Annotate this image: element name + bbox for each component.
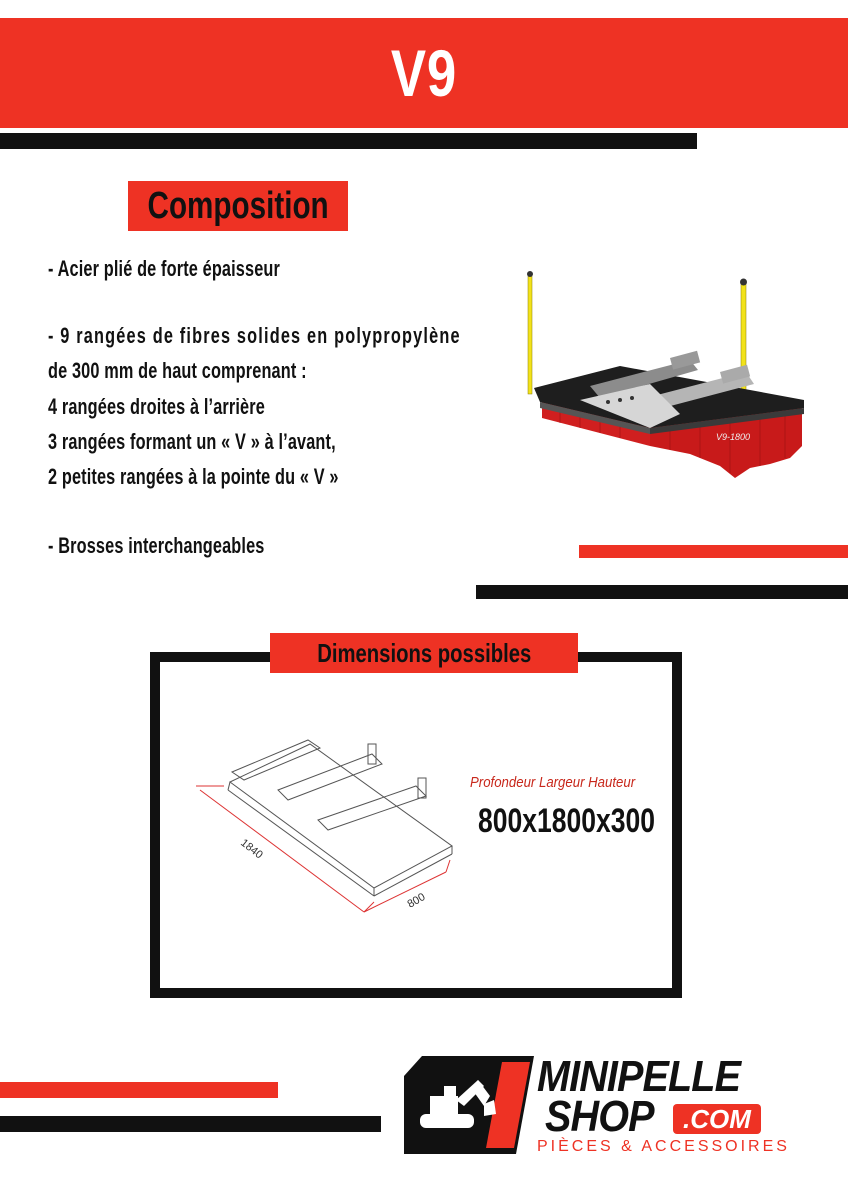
v-plate bbox=[580, 384, 680, 428]
pole-right-cap bbox=[740, 278, 747, 286]
product-model-tag: V9-1800 bbox=[716, 432, 750, 442]
dimensions-column-headers: Profondeur Largeur Hauteur bbox=[470, 774, 636, 791]
drawing-width-label: 800 bbox=[406, 891, 428, 911]
logo-excavator-silhouette bbox=[420, 1080, 496, 1128]
dimension-drawing: 1840 800 bbox=[196, 739, 453, 913]
drawing-dimension-lines bbox=[196, 785, 451, 913]
composition-line-1: - Acier plié de forte épaisseur bbox=[48, 256, 280, 281]
deck-edge-left bbox=[540, 402, 650, 434]
accent-bar-bottom-red bbox=[0, 1082, 278, 1098]
composition-heading: Composition bbox=[128, 181, 348, 231]
mount-bracket-1 bbox=[670, 350, 701, 370]
header-divider-bar bbox=[0, 133, 697, 149]
composition-line-6: 2 petites rangées à la pointe du « V » bbox=[48, 464, 339, 489]
mount-bracket-2 bbox=[720, 364, 751, 384]
page-title: V9 bbox=[390, 36, 458, 110]
product-photo-sweeper: V9-1800 bbox=[527, 271, 804, 478]
accent-bar-right-black bbox=[476, 585, 848, 599]
composition-line-7: - Brosses interchangeables bbox=[48, 533, 265, 558]
pole-left-cap bbox=[527, 271, 533, 277]
logo-text-shop: SHOP bbox=[545, 1092, 655, 1141]
composition-line-3: de 300 mm de haut comprenant : bbox=[48, 358, 307, 383]
composition-heading-text: Composition bbox=[147, 184, 329, 227]
drawing-outline bbox=[227, 739, 453, 897]
logo-text-minipelle: MINIPELLE bbox=[537, 1052, 741, 1101]
accent-bar-right-red bbox=[579, 545, 848, 558]
composition-line-5: 3 rangées formant un « V » à l’avant, bbox=[48, 429, 336, 454]
composition-line-4: 4 rangées droites à l’arrière bbox=[48, 394, 265, 419]
accent-bar-bottom-black bbox=[0, 1116, 381, 1132]
logo-badge-red-stripe bbox=[486, 1062, 530, 1148]
dimensions-heading-text: Dimensions possibles bbox=[316, 637, 532, 668]
composition-line-2: - 9 rangées de fibres solides en polypro… bbox=[48, 323, 461, 348]
deck-edge-right bbox=[650, 408, 804, 434]
title-banner bbox=[0, 18, 848, 128]
drawing-length-label: 1840 bbox=[238, 837, 265, 862]
logo-tagline: PIÈCES & ACCESSOIRES bbox=[537, 1138, 790, 1155]
dimensions-value: 800x1800x300 bbox=[478, 802, 655, 840]
v-plate-holes bbox=[606, 396, 634, 404]
logo-excavator-icon bbox=[404, 1056, 534, 1154]
mount-arm-back bbox=[590, 360, 698, 398]
dimensions-heading: Dimensions possibles bbox=[270, 633, 578, 673]
logo-text-com: .COM bbox=[673, 1104, 761, 1134]
pole-left bbox=[527, 273, 533, 395]
